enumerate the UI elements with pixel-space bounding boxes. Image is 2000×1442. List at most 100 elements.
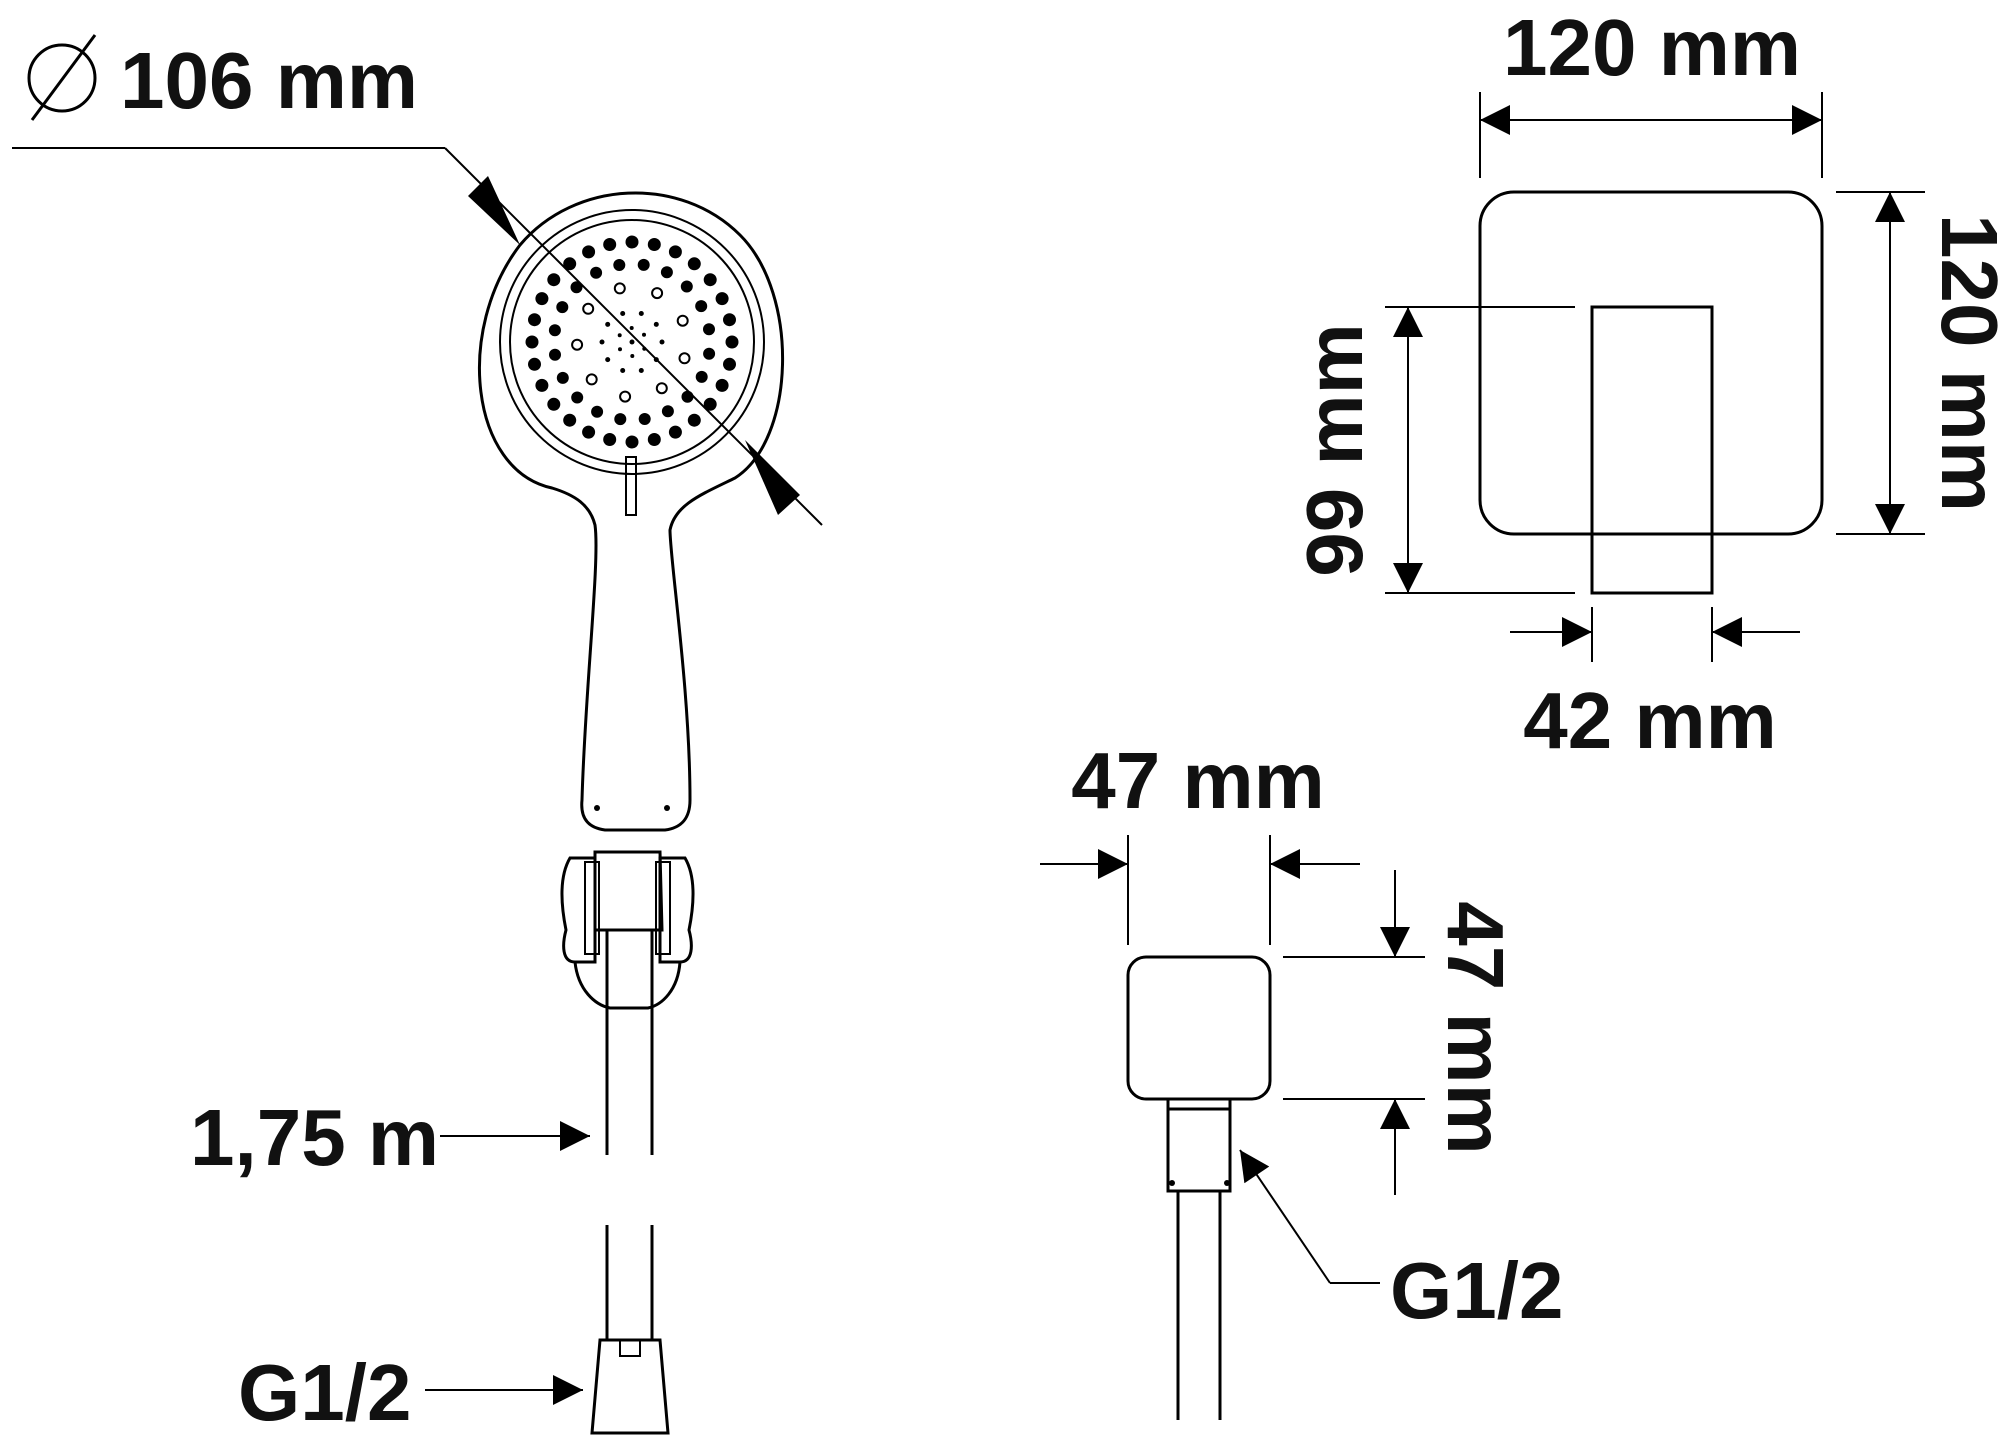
nozzle-ring bbox=[582, 302, 595, 315]
nozzle bbox=[548, 324, 561, 337]
nozzle bbox=[687, 257, 701, 271]
nozzle bbox=[599, 339, 605, 345]
nozzle bbox=[660, 266, 673, 279]
nozzle bbox=[647, 238, 661, 251]
nozzle bbox=[687, 413, 701, 427]
hand-shower bbox=[477, 191, 784, 1435]
nozzle bbox=[590, 266, 603, 279]
holder-depth-label: 99 mm bbox=[1290, 323, 1379, 576]
wall-holder bbox=[1478, 190, 1824, 595]
nozzle bbox=[638, 368, 644, 373]
nozzle bbox=[625, 235, 639, 249]
holder-plate bbox=[1478, 190, 1824, 536]
elbow-body bbox=[1126, 955, 1272, 1101]
nozzle-ring bbox=[676, 314, 689, 327]
nozzle bbox=[605, 321, 611, 327]
nozzle bbox=[647, 433, 661, 446]
nozzle-ring bbox=[585, 373, 598, 386]
nozzle bbox=[659, 339, 665, 345]
nozzle-ring bbox=[619, 390, 632, 403]
nozzle bbox=[618, 347, 622, 352]
nozzle bbox=[528, 313, 541, 327]
hose-holder-clip bbox=[560, 850, 695, 1010]
nozzle bbox=[603, 238, 617, 251]
diameter-dimension bbox=[12, 147, 823, 526]
nozzle bbox=[630, 354, 635, 358]
elbow-width-label: 47 mm bbox=[1071, 736, 1324, 825]
bracket-width-dimension bbox=[1510, 607, 1800, 662]
nozzle bbox=[725, 335, 739, 349]
nozzle bbox=[715, 292, 729, 306]
nozzle bbox=[547, 397, 561, 411]
nozzle-ring bbox=[655, 382, 668, 395]
nozzle bbox=[547, 273, 561, 287]
nozzle bbox=[620, 311, 626, 316]
nozzle-ring bbox=[678, 352, 691, 365]
nozzle bbox=[563, 413, 577, 427]
nozzle bbox=[723, 313, 736, 327]
nozzle bbox=[570, 281, 583, 294]
nozzle bbox=[617, 333, 622, 338]
nozzle bbox=[582, 425, 596, 439]
nozzle bbox=[582, 245, 596, 259]
hose-length-label: 1,75 m bbox=[190, 1093, 439, 1182]
nozzle bbox=[603, 433, 617, 446]
nozzle bbox=[528, 357, 541, 371]
spray-nozzles bbox=[525, 235, 739, 449]
nozzle bbox=[703, 323, 715, 336]
nozzle bbox=[535, 292, 549, 306]
nozzle-ring bbox=[571, 338, 584, 351]
hose-connector-label: G1/2 bbox=[238, 1348, 411, 1437]
spray-face-inner bbox=[509, 219, 755, 465]
nozzle bbox=[638, 311, 644, 316]
spray-face-outer bbox=[499, 209, 765, 475]
nozzle bbox=[591, 405, 604, 418]
elbow-connector bbox=[1166, 1107, 1232, 1193]
nozzle bbox=[620, 368, 626, 373]
hose-end-connector bbox=[590, 1338, 670, 1435]
nozzle bbox=[571, 391, 584, 404]
nozzle bbox=[703, 347, 716, 360]
elbow-connector-label: G1/2 bbox=[1390, 1246, 1563, 1335]
nozzle bbox=[695, 370, 708, 383]
nozzle bbox=[614, 413, 627, 426]
nozzle bbox=[661, 405, 674, 418]
elbow-height-dimension bbox=[1283, 870, 1425, 1195]
nozzle bbox=[629, 339, 635, 345]
nozzle bbox=[680, 280, 693, 293]
nozzle bbox=[563, 257, 577, 271]
elbow-connector-callout bbox=[1239, 1149, 1380, 1284]
holder-width-label: 120 mm bbox=[1503, 3, 1801, 92]
nozzle bbox=[556, 371, 569, 384]
holder-width-dimension bbox=[1479, 92, 1823, 178]
holder-height-label: 120 mm bbox=[1925, 214, 2000, 512]
nozzle bbox=[549, 348, 561, 361]
diameter-icon bbox=[27, 34, 97, 121]
holder-bracket bbox=[1590, 305, 1714, 595]
nozzle bbox=[703, 273, 717, 287]
shower-head-outline bbox=[477, 191, 784, 832]
nozzle bbox=[525, 335, 539, 349]
nozzle bbox=[723, 357, 736, 371]
nozzle bbox=[629, 326, 634, 330]
nozzle bbox=[605, 357, 611, 363]
nozzle bbox=[638, 413, 651, 425]
mode-selector bbox=[625, 456, 637, 516]
showerhead-diameter-label: 106 mm bbox=[120, 36, 418, 125]
nozzle bbox=[613, 259, 626, 271]
nozzle-ring bbox=[651, 287, 664, 300]
nozzle bbox=[556, 301, 569, 314]
nozzle bbox=[642, 332, 646, 337]
nozzle bbox=[625, 435, 639, 449]
bracket-width-label: 42 mm bbox=[1523, 676, 1776, 765]
wall-elbow bbox=[1126, 955, 1272, 1420]
nozzle bbox=[637, 258, 650, 271]
nozzle bbox=[681, 390, 694, 403]
holder-height-dimension bbox=[1836, 191, 1925, 535]
nozzle bbox=[535, 378, 549, 392]
shower-hose bbox=[605, 930, 654, 1340]
nozzle bbox=[653, 321, 659, 327]
nozzle bbox=[703, 397, 717, 411]
nozzle bbox=[668, 425, 682, 439]
